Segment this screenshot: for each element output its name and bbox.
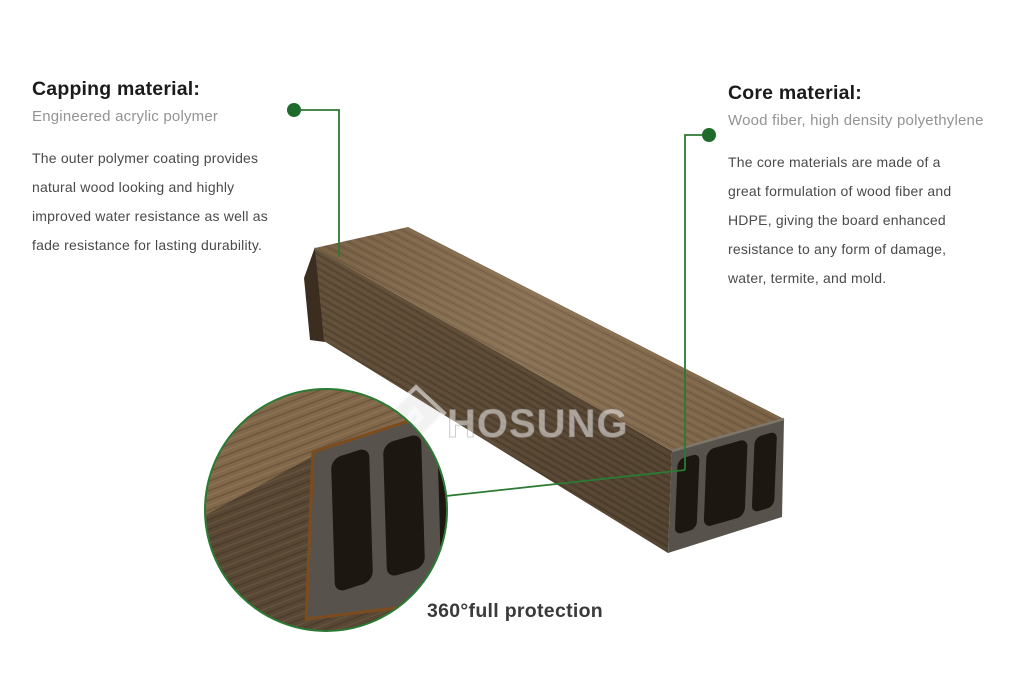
capping-material-title: Capping material:	[32, 78, 201, 100]
annotation-connectors	[287, 103, 716, 497]
protection-label: 360°full protection	[427, 600, 604, 622]
core-material-description: The core materials are made of a great f…	[728, 148, 1008, 293]
core-description-line: resistance to any form of damage,	[728, 241, 947, 257]
watermark-logo-mark	[402, 406, 425, 432]
capping-description-line: fade resistance for lasting durability.	[32, 237, 263, 253]
capping-description-line: improved water resistance as well as	[32, 208, 268, 224]
capping-connector-line	[301, 109, 340, 257]
core-material-title: Core material:	[728, 82, 862, 104]
capping-material-description: The outer polymer coating provides natur…	[32, 144, 282, 260]
zoom-callout	[204, 388, 448, 632]
zoom-chamber-middle-group	[383, 435, 425, 576]
capping-description-line: The outer polymer coating provides	[32, 150, 259, 166]
beam-chamber-middle	[703, 440, 748, 526]
core-description-line: great formulation of wood fiber and	[728, 183, 952, 199]
watermark-brand-text: HOSUNG	[447, 402, 629, 446]
capping-material-section: Capping material: Engineered acrylic pol…	[32, 78, 282, 260]
beam-front-shading	[315, 248, 672, 553]
zoom-callout-content	[205, 389, 447, 631]
beam-left-end-face	[304, 247, 325, 342]
beam-chamber-right	[751, 432, 777, 512]
watermark: HOSUNG	[385, 384, 629, 447]
core-material-subtitle: Wood fiber, high density polyethylene	[728, 112, 984, 129]
zoom-chamber-left-group	[331, 449, 373, 591]
capping-connector-dot	[287, 103, 301, 117]
beam-top-shading	[315, 227, 784, 451]
beam-end-top-bevel	[671, 417, 785, 453]
beam-hollow-chambers	[674, 432, 777, 534]
core-connector-dot	[702, 128, 716, 142]
zoom-chamber-middle	[383, 435, 425, 576]
core-description-line: HDPE, giving the board enhanced	[728, 212, 946, 228]
core-description-line: The core materials are made of a	[728, 154, 941, 170]
capping-material-subtitle: Engineered acrylic polymer	[32, 108, 219, 125]
core-material-section: Core material: Wood fiber, high density …	[728, 82, 1008, 293]
core-connector-line	[684, 134, 702, 470]
zoom-chamber-left	[331, 449, 373, 591]
capping-description-line: natural wood looking and highly	[32, 179, 235, 195]
beam-chamber-left	[674, 454, 700, 534]
zoom-callout-connector-line	[445, 469, 686, 497]
composite-beam	[304, 227, 785, 553]
core-description-line: water, termite, and mold.	[728, 270, 887, 286]
zoom-circle-border	[204, 388, 448, 632]
